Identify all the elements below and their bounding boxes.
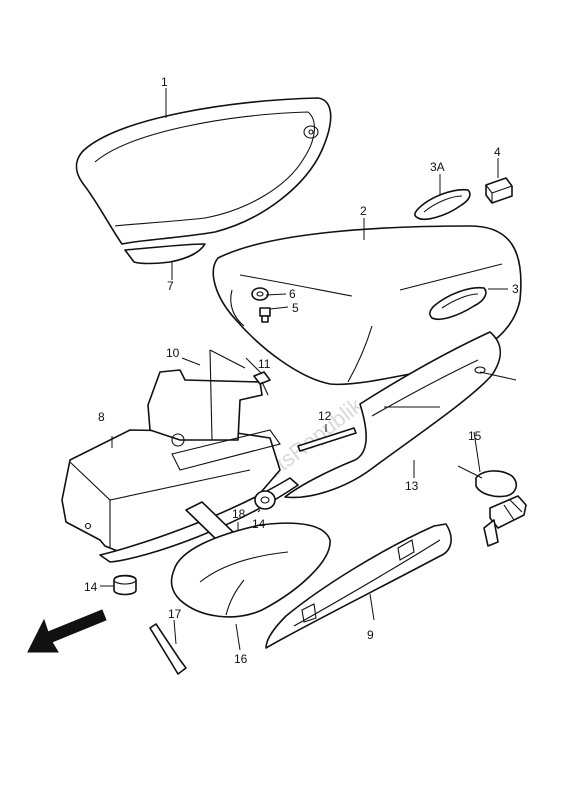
part-6-grommet — [251, 287, 269, 301]
part-10-bracket — [147, 349, 263, 447]
callout-9: 9 — [367, 628, 374, 642]
part-12-rod — [297, 427, 357, 452]
callout-3a: 3A — [430, 160, 445, 174]
callout-10: 10 — [166, 346, 180, 360]
part-3a-emblem — [414, 188, 471, 221]
part-15-lock-set — [475, 470, 527, 547]
callout-16: 16 — [234, 652, 248, 666]
part-13-side-cover-lower — [284, 331, 502, 499]
callout-12: 12 — [318, 409, 332, 423]
callout-7: 7 — [167, 279, 174, 293]
part-16-tool-bag — [170, 522, 331, 618]
callout-8: 8 — [98, 410, 105, 424]
part-5-screw — [259, 307, 271, 323]
part-17-hex-wrench — [149, 623, 187, 675]
battery-tray — [99, 429, 299, 563]
callout-14-upper: 14 — [252, 517, 266, 531]
callout-2: 2 — [360, 204, 367, 218]
callout-4: 4 — [494, 145, 501, 159]
front-direction-arrow-icon — [27, 609, 107, 653]
part-1-frame-cover-left — [75, 97, 332, 245]
callout-14-lower: 14 — [84, 580, 98, 594]
callout-15: 15 — [468, 429, 482, 443]
part-4-rubber-block — [485, 177, 513, 204]
leader-lines — [100, 88, 517, 651]
callout-5: 5 — [292, 301, 299, 315]
callout-17: 17 — [168, 607, 182, 621]
callout-11: 11 — [258, 357, 271, 371]
callout-3: 3 — [512, 282, 519, 296]
part-9-lower-cover — [265, 523, 452, 649]
part-14-rubber-lower — [113, 574, 137, 596]
part-3-emblem — [429, 286, 487, 321]
callout-18: 18 — [232, 507, 246, 521]
callout-13: 13 — [405, 479, 419, 493]
part-7-cushion — [124, 243, 206, 265]
callout-6: 6 — [289, 287, 296, 301]
callout-1: 1 — [161, 75, 168, 89]
part-14-rubber-upper — [254, 490, 276, 510]
